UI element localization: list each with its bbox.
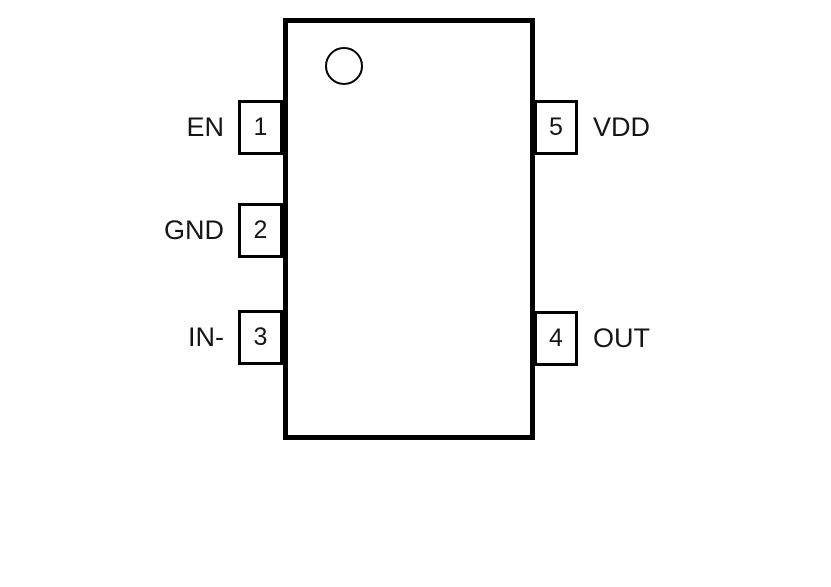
pin-box-5: 5 — [534, 100, 578, 155]
pin-label-out: OUT — [593, 323, 650, 353]
pin-box-1: 1 — [238, 100, 283, 155]
pin-number-2: 2 — [253, 216, 268, 244]
pin-box-2: 2 — [238, 203, 283, 258]
pin-label-en: EN — [186, 112, 224, 142]
pin-number-1: 1 — [253, 113, 268, 141]
pin-box-4: 4 — [534, 311, 578, 366]
ic-package-body — [283, 18, 535, 440]
pin-label-in-minus: IN- — [188, 322, 224, 352]
pin-number-3: 3 — [253, 323, 268, 351]
pin-box-3: 3 — [238, 310, 283, 365]
pin-label-gnd: GND — [164, 215, 224, 245]
pin-number-4: 4 — [549, 324, 563, 352]
pin-number-5: 5 — [549, 113, 563, 141]
pin-label-vdd: VDD — [593, 112, 651, 142]
pin1-indicator-circle — [325, 47, 363, 85]
